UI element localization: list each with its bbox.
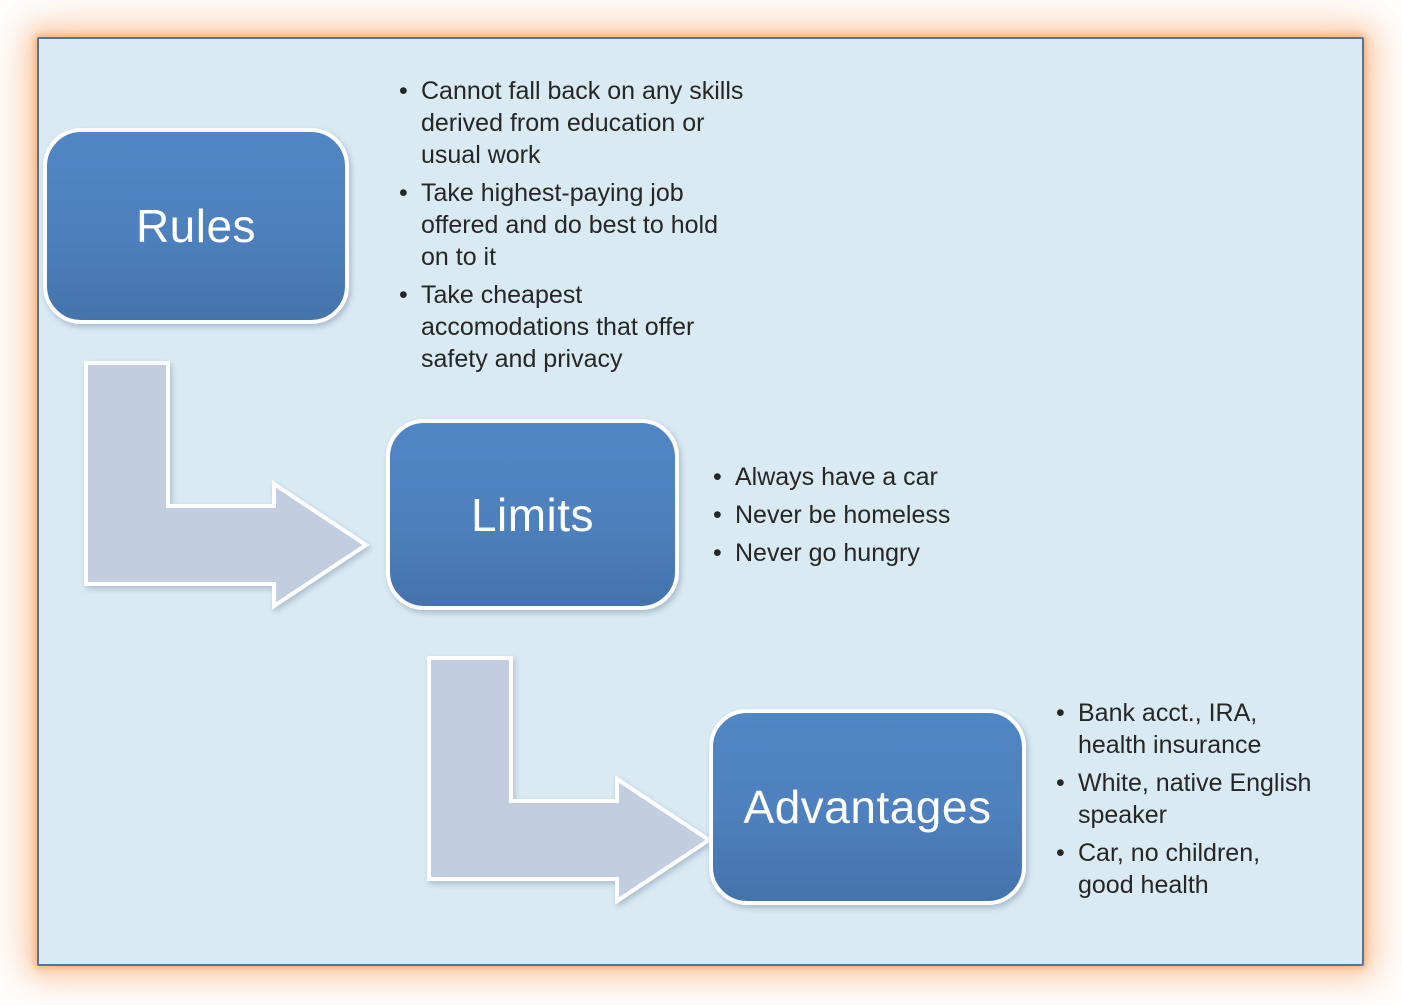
node-rules: Rules	[43, 128, 349, 324]
bullet-item: Car, no children, good health	[1054, 837, 1322, 901]
bullet-list-limits: Always have a carNever be homelessNever …	[711, 461, 1031, 575]
node-advantages: Advantages	[709, 709, 1026, 905]
elbow-arrow-icon	[84, 361, 370, 610]
bullet-list-rules: Cannot fall back on any skills derived f…	[397, 75, 749, 381]
node-rules-label: Rules	[135, 200, 257, 252]
bullet-item: White, native English speaker	[1054, 767, 1322, 831]
elbow-arrow-icon	[427, 656, 713, 905]
node-limits-label: Limits	[470, 488, 595, 541]
bullet-item: Bank acct., IRA, health insurance	[1054, 697, 1322, 761]
bullet-item: Take highest-paying job offered and do b…	[397, 177, 749, 273]
bullet-item: Cannot fall back on any skills derived f…	[397, 75, 749, 171]
bullet-item: Never be homeless	[711, 499, 1031, 531]
connector-layer	[84, 361, 713, 905]
node-advantages-label: Advantages	[743, 781, 992, 833]
bullet-item: Always have a car	[711, 461, 1031, 493]
bullet-item: Take cheapest accomodations that offer s…	[397, 279, 749, 375]
bullet-list-advantages: Bank acct., IRA, health insuranceWhite, …	[1054, 697, 1322, 907]
bullet-item: Never go hungry	[711, 537, 1031, 569]
node-limits: Limits	[386, 419, 679, 610]
slide: Rules Cannot fall back on any skills der…	[37, 37, 1364, 966]
